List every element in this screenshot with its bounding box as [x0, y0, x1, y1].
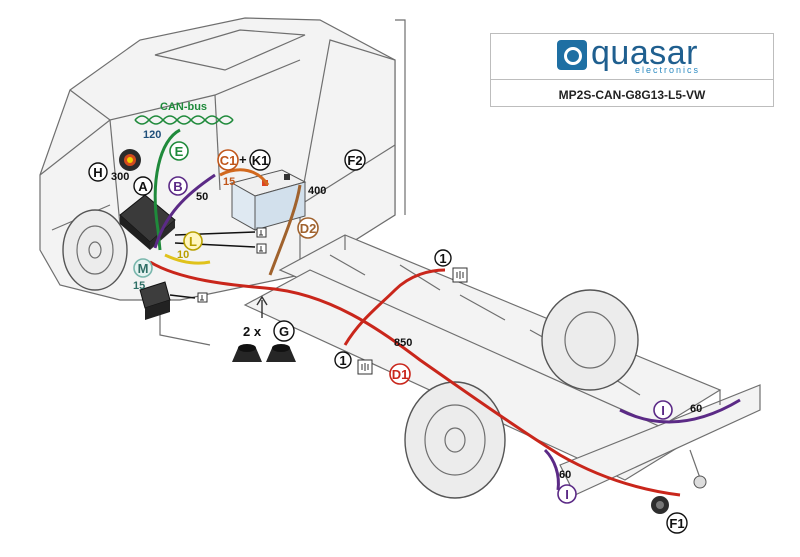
len-15-c1: 15	[223, 176, 235, 188]
siren-icon	[119, 149, 141, 171]
svg-text:F2: F2	[347, 153, 362, 168]
svg-text:1: 1	[439, 251, 446, 266]
relay-icon	[139, 281, 171, 320]
svg-text:C1: C1	[220, 153, 237, 168]
green-cable-e	[153, 128, 181, 251]
marker-i-rear: I	[653, 400, 673, 420]
marker-d2: D2	[297, 217, 319, 239]
svg-text:D1: D1	[392, 367, 409, 382]
purple-cable-i-side	[543, 448, 560, 491]
len-50: 50	[196, 191, 208, 203]
grommet-arrow	[256, 295, 268, 318]
len-300: 300	[111, 171, 129, 183]
yellow-cable-l	[164, 253, 211, 265]
rubber-grommet-icon	[232, 344, 296, 362]
len-15-m: 15	[133, 280, 145, 292]
purple-cable-b	[153, 173, 216, 249]
can-bus-twisted-pair-icon	[134, 115, 234, 125]
brand-subtitle: electronics	[635, 65, 701, 75]
marker-m: M	[133, 258, 153, 278]
brand-divider	[491, 79, 773, 80]
svg-text:F1: F1	[669, 516, 684, 531]
brand-box: quasar electronics MP2S-CAN-G8G13-L5-VW	[490, 33, 774, 107]
svg-text:A: A	[138, 179, 148, 194]
quasar-logo-icon	[557, 40, 587, 70]
svg-text:E: E	[175, 144, 184, 159]
marker-g: G	[273, 320, 295, 342]
marker-d1: D1	[389, 363, 411, 385]
marker-i-side: I	[557, 484, 577, 504]
qty-g-label: 2 x	[243, 324, 262, 339]
svg-text:1: 1	[339, 353, 346, 368]
brand-name: quasar	[591, 34, 698, 72]
svg-text:H: H	[93, 165, 102, 180]
svg-text:K1: K1	[252, 153, 269, 168]
rear-socket-icon	[651, 496, 669, 514]
red-cable-d1	[149, 260, 681, 497]
len-60-rear: 60	[690, 403, 702, 415]
model-code: MP2S-CAN-G8G13-L5-VW	[558, 88, 706, 102]
brown-cable-d2	[268, 184, 302, 276]
purple-cable-i-rear	[619, 398, 741, 424]
plus-sign: +	[239, 152, 247, 167]
marker-e: E	[169, 141, 189, 161]
len-400: 400	[308, 185, 326, 197]
svg-text:B: B	[173, 179, 182, 194]
marker-f2: F2	[344, 149, 366, 171]
len-10: 10	[177, 249, 189, 261]
svg-text:L: L	[189, 234, 197, 249]
svg-text:M: M	[138, 261, 149, 276]
marker-f1: F1	[666, 512, 688, 534]
red-cable-branch	[343, 268, 446, 346]
marker-k1: K1	[249, 149, 271, 171]
len-850: 850	[394, 337, 412, 349]
marker-b: B	[168, 176, 188, 196]
svg-text:I: I	[565, 487, 569, 502]
len-120: 120	[143, 129, 161, 141]
tow-hitch	[689, 449, 707, 489]
marker-c1: C1	[217, 149, 239, 171]
rear-wheel-right	[541, 289, 639, 391]
ground-symbol-icon	[197, 227, 267, 303]
can-bus-label: CAN-bus	[160, 101, 207, 113]
svg-text:D2: D2	[300, 221, 317, 236]
marker-l: L	[183, 231, 203, 251]
marker-a: A	[133, 176, 153, 196]
svg-text:I: I	[661, 403, 665, 418]
marker-one-top: 1	[434, 249, 452, 267]
len-60-side: 60	[559, 469, 571, 481]
orange-cable-c1	[219, 168, 270, 186]
front-wheel	[62, 209, 128, 291]
marker-one-bottom: 1	[334, 351, 352, 369]
rear-wheel-left	[404, 381, 506, 499]
svg-text:G: G	[279, 324, 289, 339]
marker-h: H	[88, 162, 108, 182]
fuse-icon	[357, 267, 468, 375]
